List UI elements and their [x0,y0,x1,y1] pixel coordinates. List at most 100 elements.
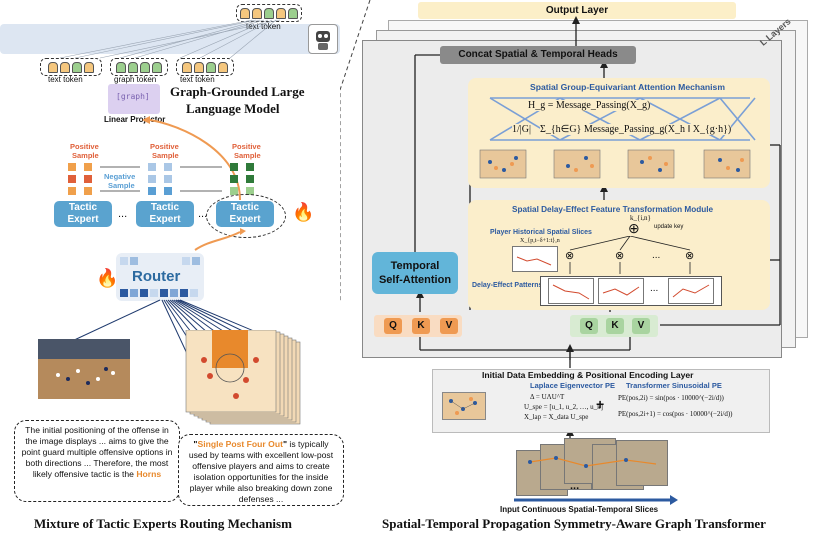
experts-ellipsis-1: ... [118,208,128,220]
positive-sample-1-line2: Sample [72,151,99,160]
text-token-group-2 [176,58,234,76]
game-screenshot [38,339,130,399]
fire-icon-router: 🔥 [96,268,119,288]
right-caption-bubble: "Single Post Four Out" is typically used… [178,434,344,506]
right-caption-quote: Single Post Four Out [197,439,283,449]
sin-eq-1: PE(pos,2i) = sin(pos · 10000^(−2i/d)) [618,394,724,402]
delay-ellipsis: ... [650,283,659,294]
spatial-k: K [606,318,624,334]
negative-sample-line2: Sample [108,181,135,190]
right-section-title: Spatial-Temporal Propagation Symmetry-Aw… [382,516,766,531]
positive-sample-1-line1: Positive [70,142,99,151]
router-grid [120,257,200,297]
laplace-eq-2: U_spe = [u_1, u_2, …, u_k] [524,403,603,411]
tsa-line1: Temporal [390,260,440,272]
laplace-eq-1: Δ = UΛU^T [530,393,565,401]
llm-bar [0,24,340,54]
delay-pattern-3 [668,278,714,304]
tactic-board-stack [185,330,301,425]
otimes-row [569,236,691,274]
graph-token-label: graph token [114,75,157,84]
text-token-group-1 [40,58,102,76]
fire-icon-expert: 🔥 [292,202,315,222]
left-caption-highlight: Horns [136,469,162,479]
embedding-layer-box [432,369,770,433]
tsa-line2: Self-Attention [378,274,452,286]
tactic-expert-1-line2: Expert [67,214,99,225]
negative-sample-line1: Negative [104,172,136,181]
embed-title: Initial Data Embedding & Positional Enco… [482,370,694,380]
embed-court-mini [442,392,486,420]
tactic-expert-1[interactable]: Tactic Expert [54,201,112,227]
spatial-q: Q [580,318,598,334]
oplus-icon: ⊕ [628,220,640,236]
otimes-icon-3: ⊗ [685,250,695,262]
text-token-label-1: text token [48,75,83,84]
sin-eq-2: PE(pos,2i+1) = cos(pos · 10000^(−2i/d)) [618,410,733,418]
tactic-expert-3-line2: Expert [229,214,261,225]
sgea-title: Spatial Group-Equivariant Attention Mech… [530,82,725,92]
tactic-expert-2[interactable]: Tactic Expert [136,201,194,227]
input-arrow [514,495,678,505]
tactic-expert-3[interactable]: Tactic Expert [216,201,274,227]
sgea-attention-lines [489,97,756,141]
sample-squares [68,163,254,195]
experts-ellipsis-2: ... [198,208,208,220]
positive-sample-3-line1: Positive [232,142,261,151]
update-key-label: update key [654,224,684,230]
sdet-title: Spatial Delay-Effect Feature Transformat… [512,205,714,214]
player-slice-box [512,246,558,272]
otimes-icon-1: ⊗ [565,250,575,262]
temporal-k: K [412,318,430,334]
positive-sample-2-line2: Sample [152,151,179,160]
delay-pattern-1 [548,278,594,304]
sgea-equation-1: H_g = Message_Passing(X_g) [528,100,651,111]
concat-heads-box: Concat Spatial & Temporal Heads [440,46,636,64]
spatial-v: V [632,318,650,334]
delay-patterns-label: Delay-Effect Patterns [472,282,543,289]
delay-pattern-2 [598,278,644,304]
linear-projector-label: Linear Projector [104,115,166,124]
sinusoidal-label: Transformer Sinusoidal PE [626,381,722,390]
llm-fan-lines [59,19,281,59]
linear-projector-box [108,84,160,114]
left-section-title: Mixture of Tactic Experts Routing Mechan… [34,516,292,531]
tactic-expert-2-line2: Expert [149,214,181,225]
graph-token-group [110,58,168,76]
router-to-expert-arrow [194,228,246,251]
left-caption-bubble: The initial positioning of the offense i… [14,420,180,502]
text-token-label-2: text token [180,75,215,84]
laplace-eq-3: X_lap = X_data U_spe [524,413,589,421]
llm-title-line1: Graph-Grounded Large [170,84,305,99]
temporal-v: V [440,318,458,334]
expert-to-projector-arrow [142,116,241,201]
otimes-ellipsis: ... [652,250,661,261]
temporal-q: Q [384,318,402,334]
otimes-icon-2: ⊗ [615,250,625,262]
x-slice-label: X_{p,t−δ+1:t},n [520,238,560,244]
router-label: Router [132,268,181,285]
selected-expert-ring [206,194,286,238]
sgea-courts [479,149,751,179]
sgea-equation-2: Σ_{h∈G} Message_Passing_g(X_h ‖ X_{g·h}) [540,124,732,135]
input-dots: ... [570,480,580,492]
positive-sample-3-line2: Sample [234,151,261,160]
input-overlay-lines [528,456,657,468]
positive-sample-2-line1: Positive [150,142,179,151]
top-text-token-label: text token [246,22,281,31]
right-caption-text: is typically used by teams with excellen… [188,439,334,504]
tactic-expert-2-line1: Tactic [150,202,180,213]
tactic-expert-3-line1: Tactic [230,202,260,213]
temporal-self-attention: Temporal Self-Attention [372,252,458,294]
player-slices-label: Player Historical Spatial Slices [490,229,592,236]
plus-sign: + [596,396,605,412]
laplace-label: Laplace Eigenvector PE [530,381,616,390]
input-slice-5 [616,440,668,486]
sgea-equation-frac: 1/|G| [512,124,532,135]
k-label: k_{i,n} [630,214,651,222]
robot-icon [308,24,338,54]
output-layer: Output Layer [418,2,736,19]
graph-box-text: [graph] [116,92,150,101]
tactic-expert-1-line1: Tactic [68,202,98,213]
left-caption-text: The initial positioning of the offense i… [21,425,173,479]
